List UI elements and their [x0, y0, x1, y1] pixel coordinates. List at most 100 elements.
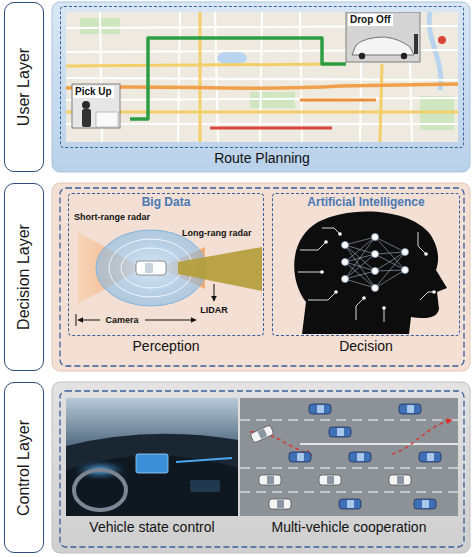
- route-map-part-part: [66, 78, 458, 80]
- drop-off-photo-part: [359, 53, 365, 59]
- layer-label: Control Layer: [4, 382, 44, 553]
- route-map-part-part: [260, 12, 262, 142]
- sensor-illustration-part: [76, 314, 77, 326]
- multi-vehicle-road-part: [300, 443, 458, 445]
- cockpit-photo-part: [176, 458, 232, 462]
- ai-head-illustration-part-part: [432, 290, 436, 294]
- ai-head-illustration-part: [345, 237, 405, 288]
- multi-vehicle-road-part: [319, 475, 341, 485]
- ai-head-illustration-part-part: [424, 252, 428, 256]
- ai-head-illustration-part: [342, 234, 409, 292]
- multi-vehicle-road-part: [269, 499, 291, 509]
- ai-head-illustration-part-part: [300, 242, 326, 250]
- box-caption: Perception: [69, 338, 263, 354]
- drop-off-photo-part: [414, 34, 418, 54]
- pick-up-photo: [72, 84, 120, 128]
- route-map-part-part: [410, 62, 412, 142]
- drop-off-photo-part: [401, 53, 407, 59]
- route-map-part: [210, 127, 332, 130]
- route-map-part-part: [66, 64, 340, 66]
- route-map-part: [66, 84, 458, 88]
- ai-head-illustration-part-part: [382, 306, 386, 310]
- route-map-part-part: [380, 64, 382, 142]
- ai-head-illustration-part-part: [298, 272, 322, 273]
- sensor-illustration-part: [178, 247, 262, 291]
- multi-vehicle-road-part: [389, 475, 411, 485]
- cockpit-photo-part: [74, 470, 126, 510]
- ai-head-illustration-part-part: [372, 285, 379, 292]
- ai-head-illustration-part-part: [338, 232, 342, 236]
- route-map-part: [66, 12, 458, 142]
- sensor-label: Long-rang radar: [182, 227, 252, 239]
- layer-name: Decision Layer: [15, 224, 33, 330]
- ai-head-illustration-part-part: [342, 242, 349, 249]
- route-map-part-part: [66, 111, 458, 114]
- route-map-part: [438, 36, 446, 44]
- ai-head-illustration-part-part: [402, 249, 409, 256]
- ai-head-illustration-part-part: [372, 234, 379, 241]
- route-map-part-part: [178, 12, 180, 142]
- box-caption: Route Planning: [61, 150, 463, 166]
- ai-head-illustration-part: [298, 228, 434, 322]
- box-caption: Decision: [273, 338, 459, 354]
- pick-up-photo-part: [82, 109, 91, 127]
- ai-head-illustration-part-part: [372, 268, 379, 275]
- layer-label: User Layer: [4, 2, 44, 172]
- route-map-part-part: [300, 12, 302, 142]
- ai-head-illustration-part-part: [322, 228, 340, 234]
- layer-panels-part: [52, 2, 470, 172]
- drop-off-photo-part: [346, 12, 420, 62]
- ai-head-illustration: [294, 211, 447, 334]
- cockpit-photo-part: [190, 480, 220, 492]
- ai-head-illustration-part-part: [362, 296, 366, 300]
- multi-vehicle-road-part: [259, 475, 281, 485]
- multi-vehicle-road-part: [289, 452, 311, 462]
- route-map: [66, 12, 458, 142]
- multi-vehicle-road-part: [309, 404, 331, 414]
- ai-head-illustration-part-part: [320, 270, 324, 274]
- multi-vehicle-road-part: [240, 398, 458, 516]
- layer-panels-part: [52, 382, 470, 553]
- multi-vehicle-road-part: [250, 425, 274, 443]
- layer-panels-part: [60, 188, 464, 366]
- multi-vehicle-road-part: [339, 499, 361, 509]
- layer-name: Control Layer: [15, 419, 33, 515]
- ai-head-illustration-part-part: [384, 308, 385, 322]
- layer-panels: [52, 2, 470, 553]
- ai-head-illustration-part: [320, 232, 436, 310]
- ai-head-illustration-part-part: [308, 292, 336, 300]
- ai-head-illustration-part-part: [342, 276, 349, 283]
- route-map-part-part: [199, 12, 202, 142]
- cockpit-photo-part: [136, 454, 168, 473]
- sensor-illustration-part: [145, 263, 153, 273]
- multi-vehicle-road-part: [419, 452, 441, 462]
- pick-up-photo-part: [96, 112, 118, 127]
- multi-vehicle-road-part: [349, 452, 371, 462]
- sensor-illustration: [76, 230, 262, 326]
- ai-head-illustration-part-part: [356, 298, 364, 320]
- ai-head-illustration-part-part: [324, 240, 328, 244]
- box-heading: Artificial Intelligence: [273, 195, 459, 209]
- box-heading: Big Data: [69, 195, 263, 209]
- ai-head-illustration-part-part: [402, 267, 409, 274]
- multi-vehicle-road-part: [240, 467, 458, 468]
- sensor-illustration-part: [136, 261, 166, 275]
- ai-head-illustration-part-part: [342, 259, 349, 266]
- cockpit-photo-part: [66, 398, 238, 446]
- route-map-part: [300, 99, 376, 102]
- cockpit-photo: [66, 398, 238, 516]
- layer-panels-part: [52, 183, 470, 371]
- route-map-part: [66, 12, 458, 142]
- route-map-part-part: [66, 123, 458, 125]
- sensor-label: LIDAR: [200, 304, 228, 316]
- cockpit-photo-part: [66, 398, 238, 516]
- multi-vehicle-road-part: [392, 420, 452, 454]
- multi-vehicle-road: [240, 398, 458, 516]
- ai-head-illustration-part-part: [418, 232, 426, 254]
- drop-off-photo-part: [352, 37, 414, 55]
- route-map-part: [217, 51, 247, 65]
- pick-up-photo-part: [82, 101, 90, 109]
- multi-vehicle-road-part: [414, 499, 436, 509]
- cooperation-box: Multi-vehicle cooperation: [240, 398, 458, 516]
